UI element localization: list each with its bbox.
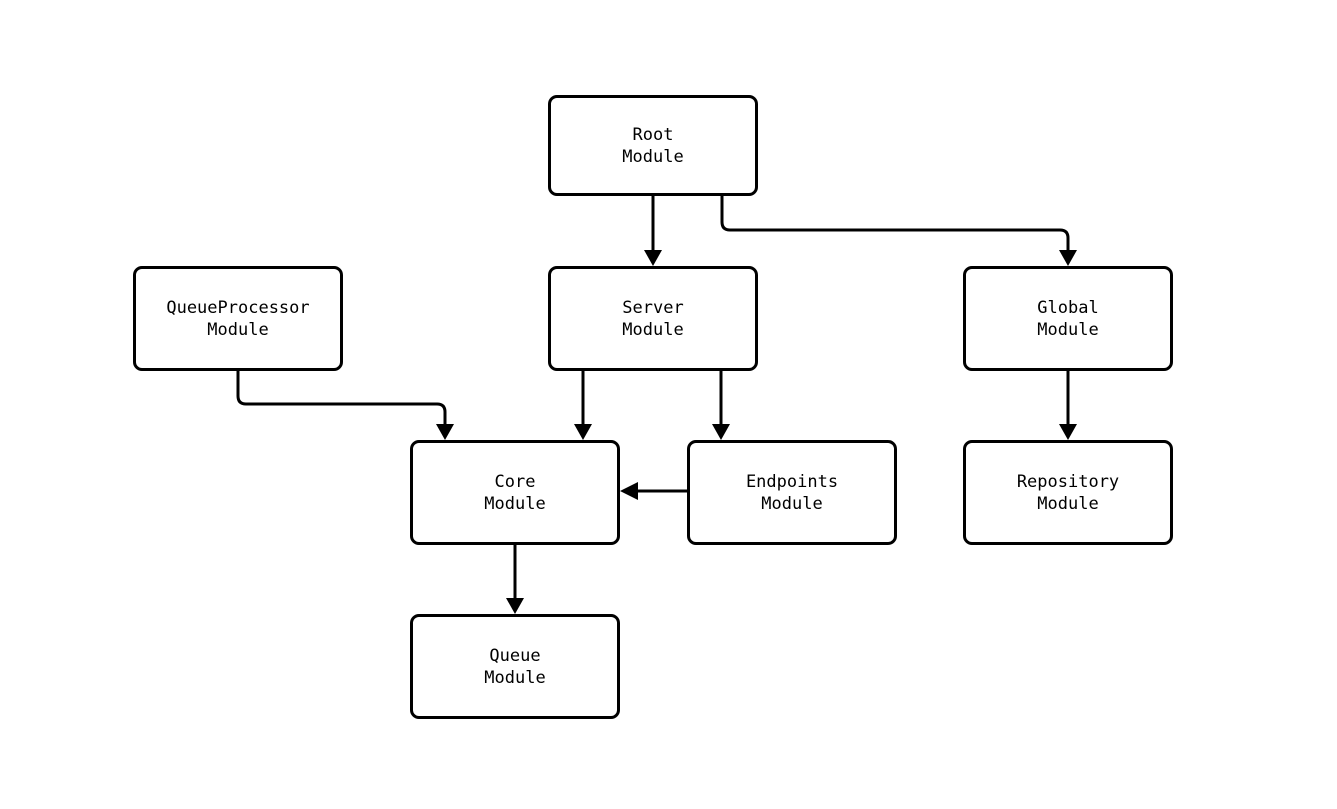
node-repository[interactable]: Repository Module [963,440,1173,545]
edge-server-to-core [574,371,592,440]
node-global-label-line1: Global [1037,297,1099,318]
edge-root-to-server [644,196,662,266]
arrowhead-icon [436,424,454,440]
edge-root-to-global [720,196,1077,266]
node-queue[interactable]: Queue Module [410,614,620,719]
node-queue-label-line1: Queue [489,645,541,666]
node-global-label-line2: Module [1037,319,1099,340]
edge-queueprocessor-to-core [236,371,454,440]
node-global[interactable]: Global Module [963,266,1173,371]
node-root-label-line2: Module [622,146,684,167]
node-core[interactable]: Core Module [410,440,620,545]
node-root[interactable]: Root Module [548,95,758,196]
node-root-label-line1: Root [632,124,674,145]
edge-endpoints-to-core [620,482,687,500]
node-repository-label-line1: Repository [1016,471,1120,492]
arrowhead-icon [574,424,592,440]
arrowhead-icon [620,482,638,500]
node-core-label-line2: Module [484,493,546,514]
node-endpoints-label-line1: Endpoints [745,471,839,492]
arrowhead-icon [712,424,730,440]
node-endpoints-label-line2: Module [761,493,823,514]
arrowhead-icon [506,598,524,614]
edge-global-to-repository [1059,371,1077,440]
edge-server-to-endpoints [712,371,730,440]
node-queueprocessor-label-line2: Module [207,319,269,340]
edge-path [236,371,447,432]
edge-core-to-queue [506,545,524,614]
arrowhead-icon [1059,424,1077,440]
node-server-label-line2: Module [622,319,684,340]
node-queue-label-line2: Module [484,667,546,688]
node-repository-label-line2: Module [1037,493,1099,514]
node-server[interactable]: Server Module [548,266,758,371]
node-server-label-line1: Server [622,297,684,318]
edge-path [720,196,1070,258]
node-core-label-line1: Core [494,471,536,492]
arrowhead-icon [644,250,662,266]
node-queueprocessor[interactable]: QueueProcessor Module [133,266,343,371]
node-endpoints[interactable]: Endpoints Module [687,440,897,545]
arrowhead-icon [1059,250,1077,266]
node-queueprocessor-label-line1: QueueProcessor [166,297,310,318]
